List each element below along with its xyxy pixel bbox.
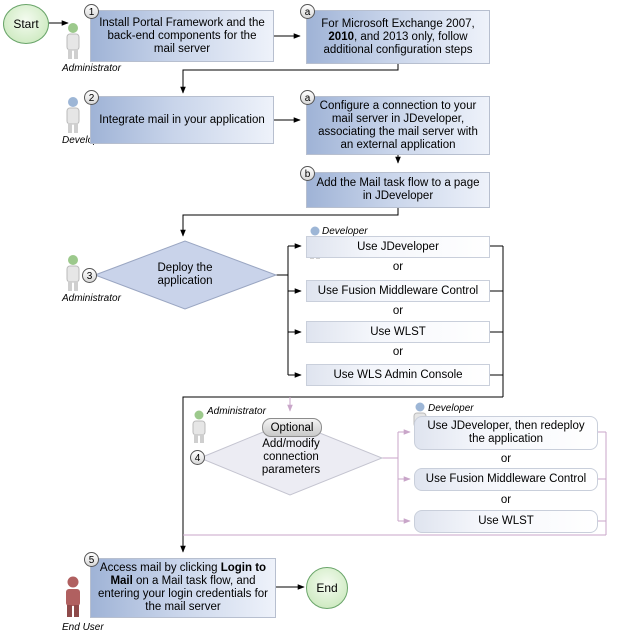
role-label-developer: Developer bbox=[62, 135, 108, 146]
step-2a-box: Configure a connection to your mail serv… bbox=[306, 96, 490, 155]
deploy-option-label: Use WLS Admin Console bbox=[333, 368, 463, 381]
administrator-person-icon bbox=[192, 410, 206, 443]
deploy-option-wls-admin-console: Use WLS Admin Console bbox=[306, 364, 490, 386]
role-label-developer: Developer bbox=[428, 403, 474, 414]
deploy-option-fusion-middleware-control: Use Fusion Middleware Control bbox=[306, 280, 490, 302]
deploy-option-label: Use WLST bbox=[370, 325, 426, 338]
deploy-option-jdeveloper: Use JDeveloper bbox=[306, 236, 490, 258]
step-3-text: Deploy the application bbox=[157, 262, 213, 287]
step-2-number: 2 bbox=[84, 90, 99, 105]
modify-option-label: Use JDeveloper, then redeploy the applic… bbox=[427, 420, 585, 445]
modify-option-label: Use WLST bbox=[478, 515, 534, 527]
end-label: End bbox=[316, 581, 338, 595]
step-1-box: Install Portal Framework and the back-en… bbox=[90, 10, 274, 62]
deploy-decision-shape bbox=[93, 240, 278, 310]
modify-option-wlst: Use WLST bbox=[414, 510, 598, 533]
step-2b-box: Add the Mail task flow to a page in JDev… bbox=[306, 172, 490, 208]
step-2-box: Integrate mail in your application bbox=[90, 96, 274, 144]
step-2a-letter: a bbox=[300, 90, 315, 105]
role-label-administrator: Administrator bbox=[62, 63, 121, 74]
administrator-person-icon bbox=[66, 255, 80, 291]
modify-option-label: Use Fusion Middleware Control bbox=[425, 473, 587, 485]
or-label: or bbox=[392, 346, 404, 358]
administrator-person-icon bbox=[66, 23, 80, 59]
modify-decision-shape bbox=[198, 420, 384, 496]
or-label: or bbox=[500, 494, 512, 506]
or-label: or bbox=[392, 261, 404, 273]
start-terminal: Start bbox=[3, 4, 49, 44]
step-4-text: Add/modify connection parameters bbox=[261, 438, 321, 476]
optional-badge: Optional bbox=[262, 418, 322, 437]
optional-label: Optional bbox=[270, 421, 314, 434]
step-1a-letter: a bbox=[300, 4, 315, 19]
step-1a-text: For Microsoft Exchange 2007, 2010, and 2… bbox=[321, 17, 475, 56]
role-label-developer: Developer bbox=[322, 226, 368, 237]
deploy-option-label: Use JDeveloper bbox=[357, 240, 439, 253]
step-2b-text: Add the Mail task flow to a page in JDev… bbox=[316, 177, 480, 202]
step-2-text: Integrate mail in your application bbox=[99, 113, 265, 126]
end-terminal: End bbox=[306, 567, 348, 609]
step-5-text: Access mail by clicking Login to Mail on… bbox=[97, 562, 269, 613]
modify-option-fusion-middleware-control: Use Fusion Middleware Control bbox=[414, 468, 598, 491]
step-5-box: Access mail by clicking Login to Mail on… bbox=[90, 558, 276, 618]
role-label-end-user: End User bbox=[62, 622, 104, 633]
start-label: Start bbox=[13, 17, 39, 31]
or-label: or bbox=[500, 453, 512, 465]
step-1a-box: For Microsoft Exchange 2007, 2010, and 2… bbox=[306, 10, 490, 64]
step-4-number: 4 bbox=[190, 450, 205, 465]
step-3-number: 3 bbox=[82, 268, 97, 283]
deploy-option-wlst: Use WLST bbox=[306, 321, 490, 343]
step-2b-letter: b bbox=[300, 166, 315, 181]
or-label: or bbox=[392, 305, 404, 317]
role-label-administrator: Administrator bbox=[207, 406, 266, 417]
role-label-administrator: Administrator bbox=[62, 293, 121, 304]
step-1-number: 1 bbox=[84, 4, 99, 19]
end-user-person-icon bbox=[66, 576, 80, 617]
step-5-number: 5 bbox=[84, 552, 99, 567]
step-1-text: Install Portal Framework and the back-en… bbox=[99, 16, 265, 55]
modify-option-jdeveloper-redeploy: Use JDeveloper, then redeploy the applic… bbox=[414, 416, 598, 450]
deploy-option-label: Use Fusion Middleware Control bbox=[317, 284, 479, 297]
developer-person-icon bbox=[66, 97, 80, 133]
step-2a-text: Configure a connection to your mail serv… bbox=[318, 99, 478, 151]
